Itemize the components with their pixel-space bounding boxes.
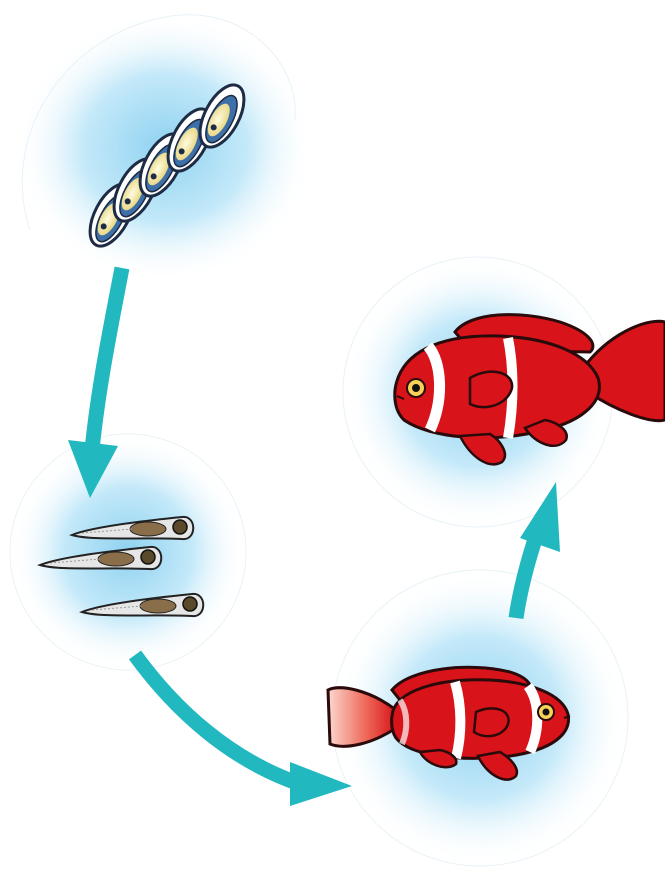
arrow-larvae-to-juvenile [135,655,352,806]
